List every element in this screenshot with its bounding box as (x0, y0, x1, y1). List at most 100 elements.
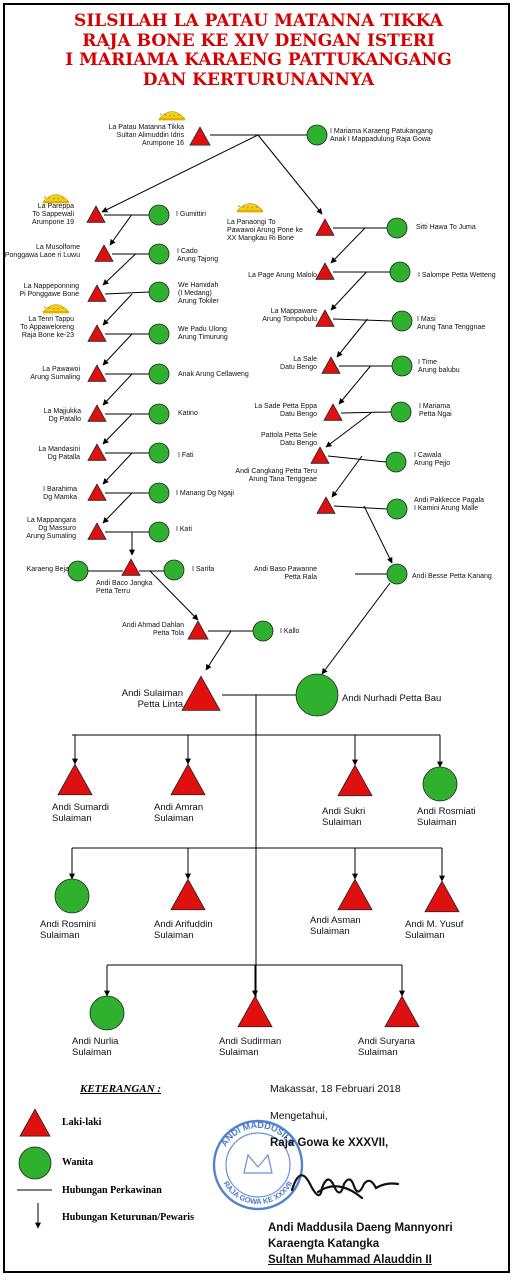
r2-descent-arrow (330, 271, 367, 311)
l2-female-circle (148, 243, 170, 265)
andi-baco-triangle (121, 558, 141, 576)
r1-male-triangle (315, 218, 335, 236)
r5-female-circle (390, 401, 412, 423)
label-la-nappeponning: La Nappeponning Pi Ponggawe Bone (19, 283, 79, 298)
l7-male-triangle (87, 443, 107, 461)
label-la-mappangara: La Mappangara Dg Massuro Arung Sumaling (26, 517, 76, 540)
child-2-male-triangle (337, 764, 373, 797)
child-label-3: Andi Rosmiati Sulaiman (417, 806, 476, 828)
r6-male-triangle (310, 446, 330, 464)
title-line-3: I MARIAMA KARAENG PATTUKANGANG (65, 50, 452, 70)
andi-besse-circle (386, 563, 408, 585)
i-kallo-circle (252, 620, 274, 642)
l8-female-circle (148, 482, 170, 504)
label-la-mandasini: La Mandasini Dg Patalla (38, 446, 80, 461)
r2-male-triangle (315, 262, 335, 280)
label-i-fati: I Fati (178, 452, 194, 459)
child-label-5: Andi Arifuddin Sulaiman (154, 919, 213, 941)
r7-female-circle (386, 498, 408, 520)
r3-female-circle (391, 310, 413, 332)
andi-sulaiman-triangle (181, 675, 221, 711)
signatory-title: Karaengta Katangka (268, 1238, 380, 1250)
child-label-2: Andi Sukri Sulaiman (322, 806, 366, 828)
r7-male-triangle (316, 496, 336, 514)
child-1-male-triangle (170, 763, 206, 796)
child-4-female-circle (54, 878, 90, 914)
l7-descent-arrow (102, 452, 133, 485)
label-i-salompe: I Salompe Petta Wetteng (418, 272, 496, 279)
child-9-male-triangle (237, 995, 273, 1028)
title-line-4: DAN KERTURUNANNYA (142, 69, 375, 90)
r7-marriage-line (333, 505, 388, 510)
child-label-8: Andi Nurlia Sulaiman (72, 1036, 119, 1058)
i-sarifa-circle (163, 559, 185, 581)
l5-descent-arrow (102, 373, 133, 406)
label-la-sade: La Sade Petta Eppa Datu Bengo (254, 403, 317, 418)
label-la-majjukka: La Majjukka Dg Patallo (43, 408, 81, 423)
l7-female-circle (148, 442, 170, 464)
crown-icon (42, 194, 70, 204)
child-3-female-circle (422, 766, 458, 802)
r5-descent-arrow (325, 412, 372, 448)
l8-descent-arrow (102, 492, 133, 524)
label-la-sale: La Sale Datu Bengo (280, 356, 317, 371)
label-i-masi: I Masi Arung Tana Tenggnae (417, 316, 486, 331)
l9-male-triangle (87, 522, 107, 540)
karaeng-beja-circle (67, 560, 89, 582)
signatory-sultan-name: Sultan Muhammad Alauddin II (268, 1254, 432, 1266)
label-i-sarifa: I Sarifa (192, 566, 215, 573)
r5-marriage-line (340, 411, 392, 414)
page-title: SILSILAH LA PATAU MATANNA TIKKA RAJA BON… (0, 11, 517, 90)
r3-descent-arrow (336, 318, 368, 358)
label-andi-besse: Andi Besse Petta Kanang (412, 573, 492, 580)
andi-nurhadi-circle (295, 673, 339, 717)
legend-female-label: Wanita (62, 1157, 94, 1168)
child-10-male-triangle (384, 995, 420, 1028)
r5-male-triangle (323, 403, 343, 421)
child-label-0: Andi Sumardi Sulaiman (52, 802, 110, 824)
child-6-male-triangle (337, 878, 373, 911)
l2-male-triangle (94, 244, 114, 262)
child-8-female-circle (89, 995, 125, 1031)
r6-descent-arrow (331, 455, 363, 498)
andi-ahmad-dahlan-triangle (187, 620, 209, 640)
l8-male-triangle (87, 483, 107, 501)
l2-descent-arrow (102, 253, 136, 286)
label-la-tenri-tappu: La Tenri Tappu To Appaweloreng Raja Bone… (20, 316, 74, 339)
label-i-kati: I Kati (176, 526, 192, 533)
label-la-pawawoi: La Pawawoi Arung Sumaling (30, 366, 80, 381)
root-to-left-branch (101, 134, 259, 213)
label-andi-ahmad-dahlan: Andi Ahmad Dahlan Petta Tola (122, 622, 184, 637)
l1-male-triangle (86, 205, 106, 223)
r7-descent-arrow (363, 505, 393, 564)
r6-marriage-line (327, 455, 387, 463)
child-label-9: Andi Sudirman Sulaiman (219, 1036, 282, 1058)
legend-heading: KETERANGAN : (80, 1083, 161, 1095)
r4-female-circle (391, 355, 413, 377)
child-label-7: Andi M. Yusuf Sulaiman (405, 919, 464, 941)
label-la-pareppa: La Pareppa To Sappewali Arumpone 19 (31, 203, 74, 226)
legend-male-triangle (19, 1108, 51, 1137)
label-i-kallo: I Kallo (280, 628, 300, 635)
label-katino: Katino (178, 410, 198, 417)
child-5-male-triangle (170, 878, 206, 911)
label-i-cawala: I Cawala Arung Pejjo (414, 452, 451, 467)
label-i-gumittiri: I Gumittiri (176, 211, 206, 218)
r4-descent-arrow (338, 365, 371, 405)
label-andi-nurhadi: Andi Nurhadi Petta Bau (342, 693, 442, 704)
label-i-manang: I Manang Dg Ngaji (176, 490, 234, 497)
page-frame (3, 3, 510, 1273)
title-line-1: SILSILAH LA PATAU MATANNA TIKKA (74, 11, 443, 31)
crown-icon (42, 304, 70, 314)
l6-female-circle (148, 403, 170, 425)
r1-descent-arrow (330, 227, 366, 264)
root-male-triangle (189, 126, 211, 146)
label-i-mariama-patukangang: I Mariama Karaeng Patukangang Anak I Map… (330, 128, 433, 143)
legend-male-label: Laki-laki (62, 1117, 102, 1128)
l3-female-circle (148, 281, 170, 303)
r8-descent-arrow (321, 582, 391, 675)
label-andi-pakkecce: Andi Pakkecce Pagala I Kamini Arung Mall… (414, 497, 485, 512)
r1-female-circle (386, 217, 408, 239)
l4-female-circle (148, 323, 170, 345)
